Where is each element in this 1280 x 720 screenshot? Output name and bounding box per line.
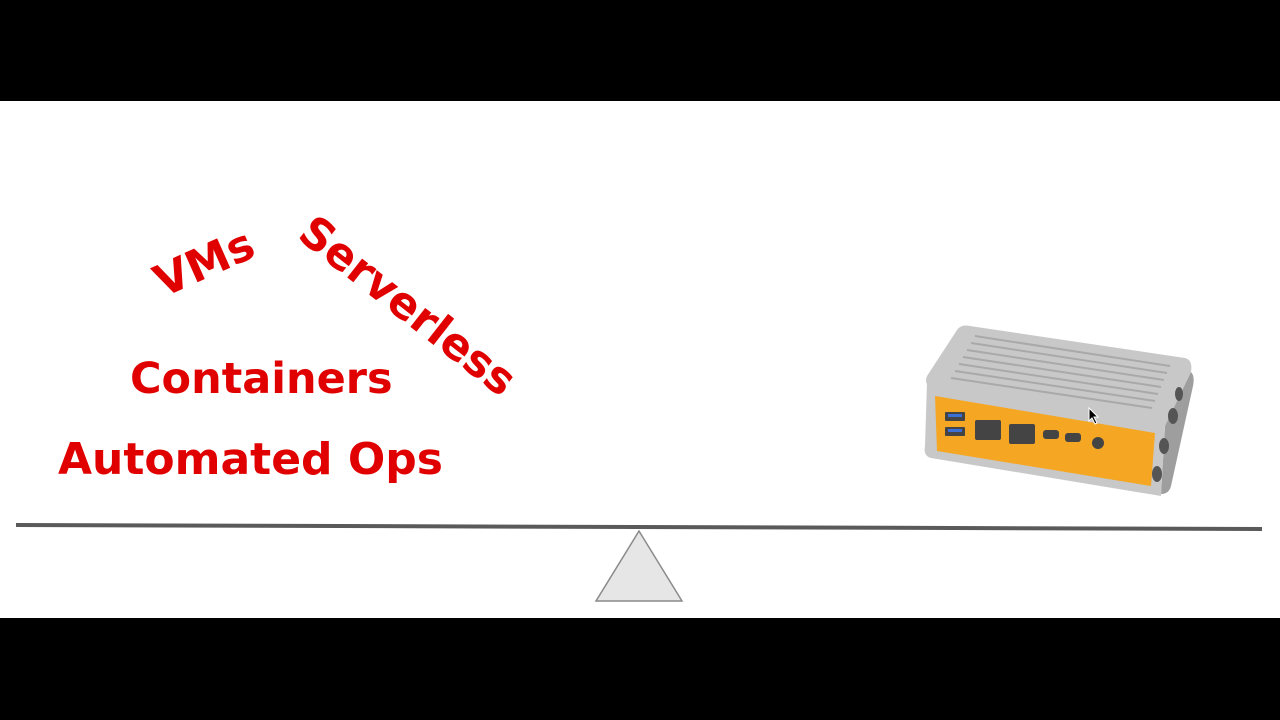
slide: VMs Serverless Containers Automated Ops: [0, 101, 1280, 618]
mouse-pointer-icon: [1088, 407, 1100, 425]
mini-pc-edge-device-icon: [924, 325, 1194, 496]
scale-beam: [15, 523, 1263, 531]
balance-scale: [15, 523, 1263, 602]
scale-fulcrum: [594, 529, 684, 602]
word-automated-ops: Automated Ops: [58, 434, 443, 485]
word-containers: Containers: [130, 354, 393, 404]
